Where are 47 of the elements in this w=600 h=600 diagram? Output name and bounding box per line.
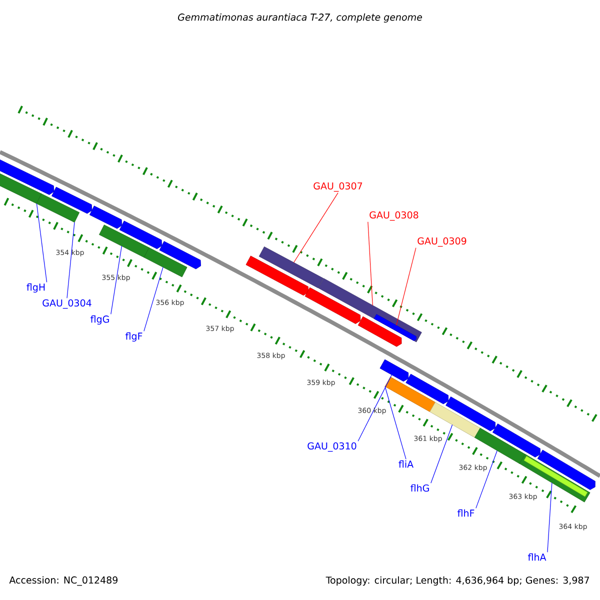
gene-segment: [89, 206, 122, 229]
gene-segment: [119, 220, 162, 250]
gene-segment: [492, 424, 540, 458]
gene-segment: [537, 450, 596, 490]
leader-line: [358, 374, 392, 442]
gene-label: GAU_0309: [418, 237, 466, 247]
gene-segment: [380, 359, 409, 382]
gene-segment: [52, 186, 92, 214]
gene-label: GAU_0308: [370, 211, 418, 221]
gene-label: flgG: [90, 315, 109, 325]
gene-label: flhG: [410, 484, 429, 492]
gene-segment: [358, 316, 402, 347]
gene-segment: [374, 314, 416, 341]
leader-line: [547, 482, 552, 552]
title: Gemmatimonas aurantiaca T-27, complete genome: [178, 13, 422, 23]
gene-bar: [384, 376, 436, 412]
gene-bar: [144, 247, 188, 278]
gene-bar: [474, 428, 526, 464]
gene-segment: [159, 241, 201, 270]
gene-segment: [0, 158, 54, 195]
gene-label: GAU_0307: [314, 182, 362, 192]
leader-line: [36, 203, 48, 282]
leader-line: [368, 222, 373, 306]
leader-line: [384, 386, 406, 460]
leader-line: [66, 222, 75, 298]
gene-segment: [446, 396, 496, 432]
gene-label: GAU_0304: [42, 299, 92, 309]
leader-line: [110, 246, 122, 314]
gene-bar: [258, 246, 324, 288]
leader-line: [144, 266, 164, 332]
leader-line: [294, 192, 338, 263]
gene-segment: [406, 374, 449, 404]
gene-segment: [304, 287, 361, 324]
gene-bar: [36, 194, 80, 223]
footer-text: Topology: circular; Length: 4,636,964 bp; Genes: 3,987: [326, 576, 589, 586]
gene-bar: [99, 224, 150, 258]
gene-segment: [246, 256, 309, 296]
leader-line: [430, 424, 453, 484]
gene-label: flhF: [458, 509, 474, 517]
gene-label: GAU_0310: [308, 442, 356, 452]
leader-line: [396, 248, 416, 326]
gene-label: fliA: [398, 460, 414, 468]
gene-label: flhA: [528, 553, 546, 561]
gene-label: flgH: [26, 283, 45, 293]
leader-line: [476, 450, 498, 508]
footer-text: Accession: NC_012489: [9, 576, 118, 586]
gene-label: flgF: [125, 332, 142, 342]
